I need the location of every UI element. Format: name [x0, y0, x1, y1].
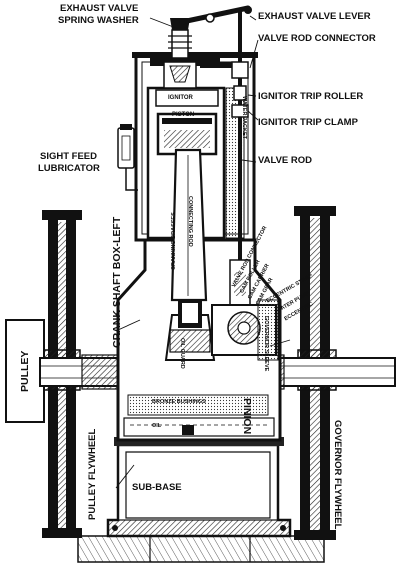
- governor-sleeve-label: GOVERNOR SLEEVE: [263, 316, 269, 372]
- ignitor-label: IGNITOR: [168, 95, 193, 101]
- ignitor-trip-clamp-label: IGNITOR TRIP CLAMP: [258, 117, 358, 128]
- pinion-label: PINION: [241, 398, 253, 435]
- exhaust-valve-lever: [179, 5, 252, 25]
- valve-rod-connector-label: VALVE ROD CONNECTOR: [258, 33, 376, 44]
- oil-guard-label: OIL GUARD: [179, 338, 185, 369]
- sight-feed-lubricator-label-line1: SIGHT FEED: [40, 151, 98, 162]
- crank-shaft-box-left-label: CRANK SHAFT BOX-LEFT: [111, 216, 123, 348]
- pulley-flywheel-label: PULLEY FLYWHEEL: [87, 428, 98, 520]
- exhaust-valve: [163, 18, 197, 89]
- bronze-bushings-label: BRONZE BUSHINGS: [152, 399, 206, 405]
- exhaust-valve-spring-washer-label-line1: EXHAUST VALVE: [60, 3, 139, 14]
- sight-feed-lubricator: [117, 124, 138, 191]
- piston: [156, 112, 218, 156]
- exhaust-valve-spring-washer-label-line2: SPRING WASHER: [58, 15, 139, 26]
- leader-lines: [115, 15, 291, 489]
- connecting-rod-label: CONNECTING ROD: [187, 196, 193, 247]
- oil-label: OIL: [152, 423, 162, 429]
- ignitor: [155, 89, 219, 107]
- cranking-brasses-label: CRANKING BRASSES: [171, 212, 177, 270]
- piston-label: PISTON: [172, 112, 195, 118]
- sub-base-label: SUB-BASE: [132, 482, 182, 493]
- crank-throw: [164, 298, 216, 361]
- connecting-rod: [170, 148, 208, 302]
- sight-feed-lubricator-label-line2: LUBRICATOR: [38, 163, 100, 174]
- valve-rod: [200, 10, 251, 311]
- ignitor-trip-roller-label: IGNITOR TRIP ROLLER: [258, 91, 364, 102]
- exhaust-valve-lever-label: EXHAUST VALVE LEVER: [258, 11, 371, 22]
- pulley-label: PULLEY: [19, 350, 31, 392]
- water-jacket-label: WATER JACKET: [241, 96, 247, 139]
- foundation-base: [77, 535, 325, 563]
- valve-rod-label: VALVE ROD: [258, 155, 313, 166]
- governor-flywheel-label: GOVERNOR FLYWHEEL: [332, 420, 343, 530]
